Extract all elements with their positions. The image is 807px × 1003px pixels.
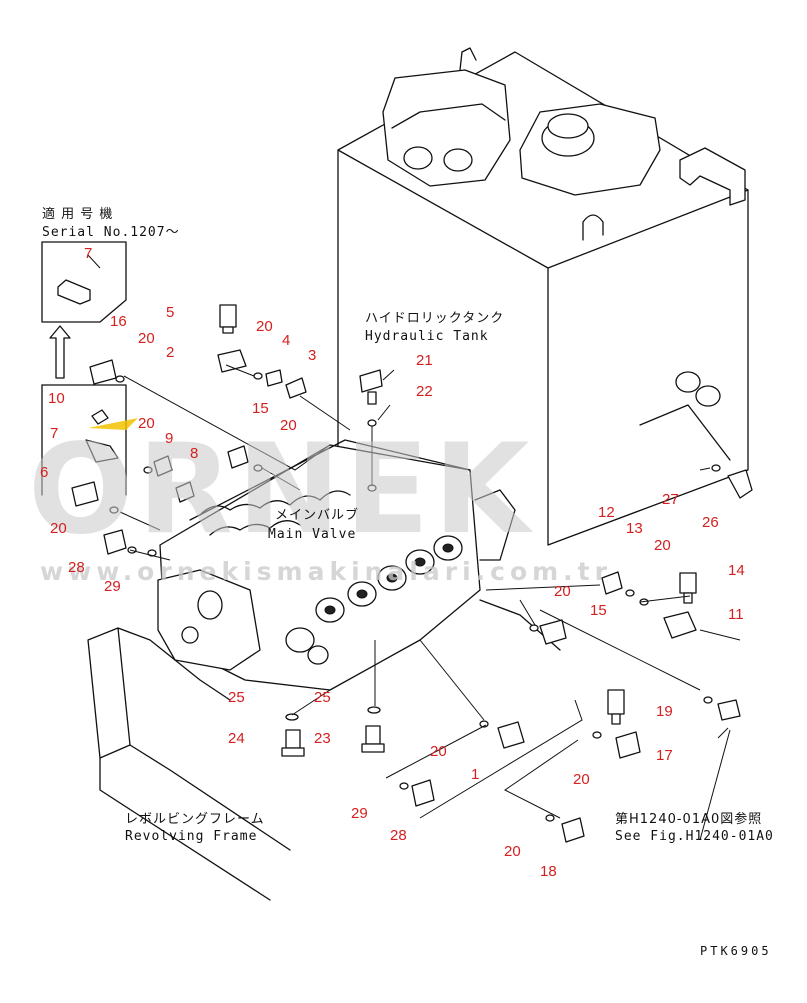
part-number: 20 [50,520,67,537]
reference-label-en: See Fig.H1240-01A0 [615,829,774,844]
part-number: 28 [68,559,85,576]
fittings [71,304,753,843]
reference-label-jp: 第H1240-01A0図参照 [615,811,762,827]
hydraulic-tank [337,47,749,546]
part-number: 25 [314,689,331,706]
part-number: 5 [166,304,174,321]
part-number: 14 [728,562,745,579]
watermark-brand: ORNEK [28,418,533,562]
part-number: 23 [314,730,331,747]
part-number: 13 [626,520,643,537]
part-number: 7 [50,425,58,442]
part-number: 20 [256,318,273,335]
watermark-url: www.ornekismakinalari.com.tr [40,557,612,586]
part-number: 2 [166,344,174,361]
part-number: 20 [554,583,571,600]
serial-label-jp: 適 用 号 機 [42,206,113,222]
drawing-code: PTK6905 [700,944,772,958]
part-number: 11 [728,606,744,623]
part-number: 1 [471,766,479,783]
frame-label-jp: レボルビングフレーム [125,812,265,827]
part-number: 4 [282,332,290,349]
part-number: 7 [84,245,92,262]
part-number: 18 [540,863,557,880]
part-number: 29 [351,805,368,822]
revolving-frame [87,627,291,901]
watermark: ORNEK www.ornekismakinalari.com.tr [28,418,612,586]
part-number: 20 [280,417,297,434]
part-number: 15 [252,400,269,417]
tank-label-en: Hydraulic Tank [365,329,489,344]
part-number: 25 [228,689,245,706]
valve-label-jp: メインバルブ [275,507,359,523]
serial-label-en: Serial No.1207～ [42,225,180,240]
part-number: 24 [228,730,245,747]
part-number: 20 [573,771,590,788]
part-number: 3 [308,347,316,364]
part-number: 29 [104,578,121,595]
part-number: 27 [662,491,679,508]
valve-label-en: Main Valve [268,527,356,542]
part-number: 20 [138,330,155,347]
part-number: 28 [390,827,407,844]
part-number: 20 [654,537,671,554]
part-number-callouts: 7 16 20 5 2 20 4 3 10 7 20 9 8 15 20 6 2… [40,245,745,880]
part-number: 6 [40,464,48,481]
part-number: 9 [165,430,173,447]
text-labels: 適 用 号 機 Serial No.1207～ ハイドロリックタンク Hydra… [42,206,774,958]
tank-label-jp: ハイドロリックタンク [365,311,504,326]
part-number: 20 [138,415,155,432]
part-number: 20 [504,843,521,860]
frame-label-en: Revolving Frame [125,829,257,844]
serial-inset [41,241,127,496]
part-number: 21 [416,352,433,369]
part-number: 17 [656,747,673,764]
part-number: 19 [656,703,673,720]
part-number: 15 [590,602,607,619]
part-number: 20 [430,743,447,760]
leader-lines [87,254,741,841]
part-number: 10 [48,390,65,407]
part-number: 26 [702,514,719,531]
part-number: 8 [190,445,198,462]
part-number: 22 [416,383,433,400]
part-number: 16 [110,313,127,330]
watermark-accent [88,418,138,430]
part-number: 12 [598,504,615,521]
main-valve [157,439,561,691]
